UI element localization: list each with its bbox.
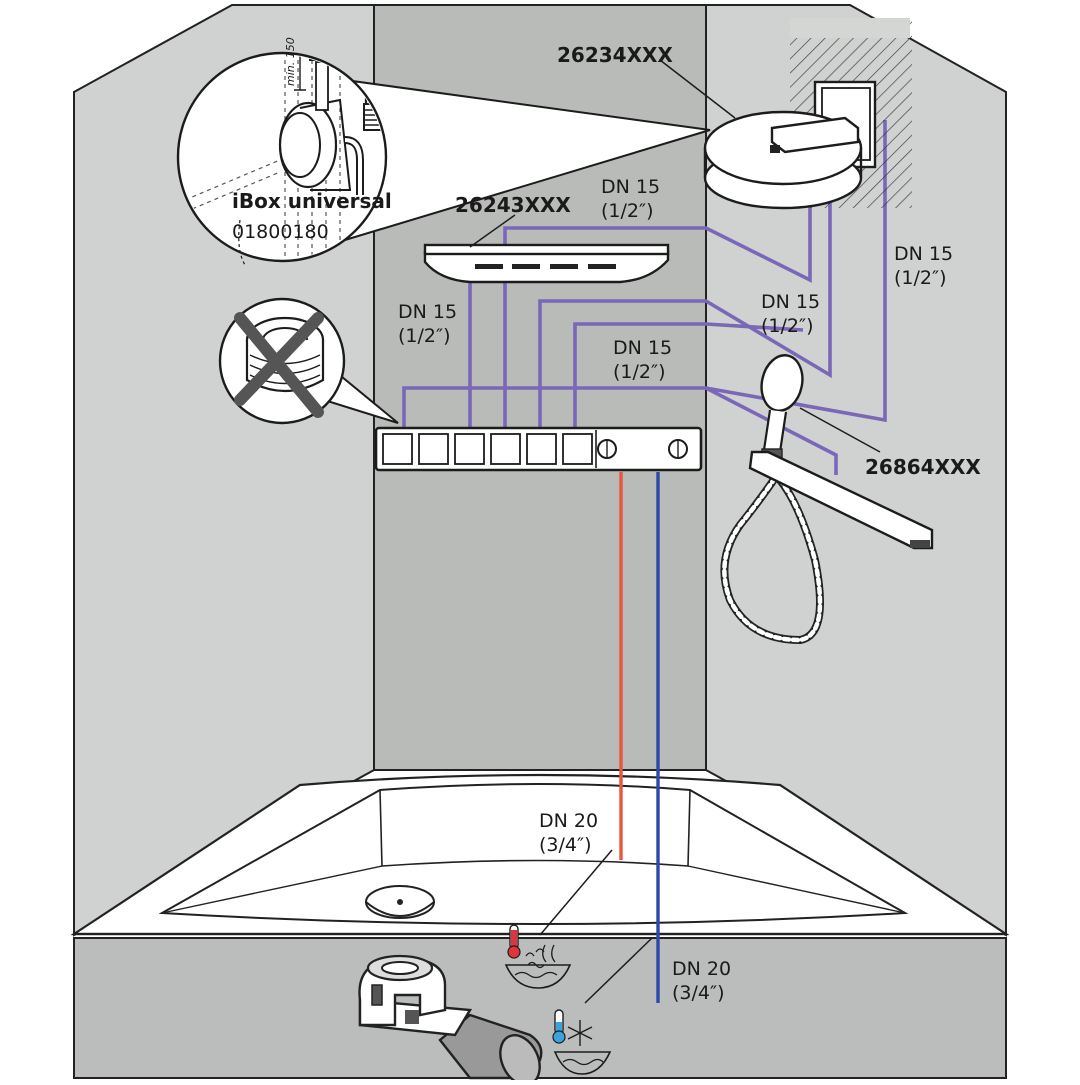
hand-shower-fixture (748, 354, 934, 550)
leader-lines (469, 59, 881, 1004)
label-dn15-c-inch: (1/2″) (398, 325, 451, 347)
label-ibox-code: 01800180 (232, 221, 329, 243)
label-dn20-hot-size: DN 20 (539, 810, 598, 832)
label-dn15-d-size: DN 15 (761, 291, 820, 313)
label-dn15-b-inch: (1/2″) (894, 267, 947, 289)
label-overhead-shower: 26234XXX (557, 43, 673, 67)
right-wall (705, 4, 1007, 937)
label-dn15-a-inch: (1/2″) (601, 200, 654, 222)
thermostat-module (374, 426, 703, 472)
label-ibox-title: iBox universal (232, 189, 392, 213)
ceiling-outlet-fixture (423, 243, 670, 284)
thermometer-snowflake-icon (552, 1009, 612, 1075)
label-dn20-cold-size: DN 20 (672, 958, 731, 980)
label-dn15-e-inch: (1/2″) (613, 361, 666, 383)
label-dn15-b-size: DN 15 (894, 243, 953, 265)
diagram-labels: 26234XXX 26243XXX 26864XXX iBox universa… (232, 43, 981, 1004)
not-allowed-callout (218, 297, 399, 425)
drain-assembly (358, 954, 543, 1085)
cross-out-icon (234, 312, 324, 418)
label-ceiling-outlet: 26243XXX (455, 193, 571, 217)
overhead-shower-fixture (703, 18, 912, 210)
ibox-callout: min. 150 (176, 37, 711, 266)
label-dn15-d-inch: (1/2″) (761, 315, 814, 337)
label-dn20-cold-inch: (3/4″) (672, 982, 725, 1004)
thermometer-hot-icon (504, 924, 572, 989)
ibox-min-dimension: min. 150 (284, 37, 297, 86)
label-hand-shower-rail: 26864XXX (865, 455, 981, 479)
bathtub (70, 773, 1010, 936)
label-dn15-a-size: DN 15 (601, 176, 660, 198)
label-dn20-hot-inch: (3/4″) (539, 834, 592, 856)
label-dn15-e-size: DN 15 (613, 337, 672, 359)
label-dn15-c-size: DN 15 (398, 301, 457, 323)
